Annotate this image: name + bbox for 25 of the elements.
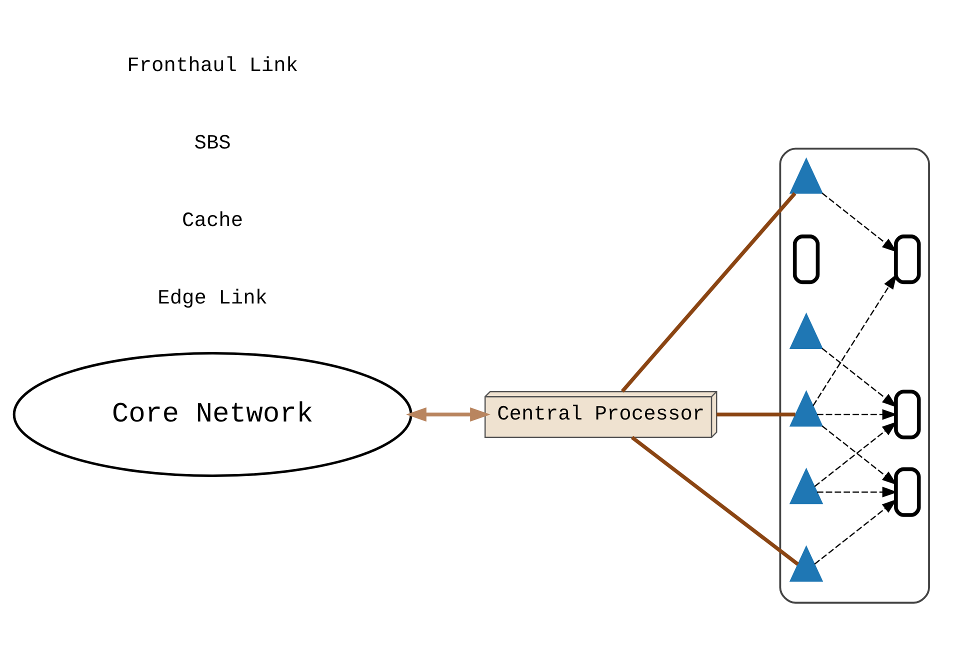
node-phone — [894, 390, 921, 440]
node-ellipse: Core Network — [12, 352, 412, 478]
node-tower — [789, 157, 824, 194]
arrow — [822, 425, 898, 486]
arrow — [814, 499, 898, 565]
connector — [620, 192, 796, 393]
arrow — [406, 407, 490, 422]
arrow — [814, 422, 898, 487]
connector — [630, 436, 800, 566]
label: Cache — [182, 210, 244, 233]
node-tower — [789, 312, 824, 349]
label: SBS — [194, 132, 231, 156]
label: Fronthaul Link — [127, 54, 298, 78]
node-tower — [789, 390, 824, 427]
arrow — [822, 192, 898, 252]
node-tower — [789, 468, 824, 504]
arrow — [812, 274, 897, 406]
connector — [716, 412, 796, 416]
arrow — [822, 348, 898, 408]
cluster — [779, 148, 930, 604]
node-phone — [894, 467, 921, 517]
node-phone — [792, 234, 820, 284]
label: Edge Link — [158, 288, 268, 311]
node-tower — [789, 545, 824, 582]
node-phone — [894, 234, 921, 284]
